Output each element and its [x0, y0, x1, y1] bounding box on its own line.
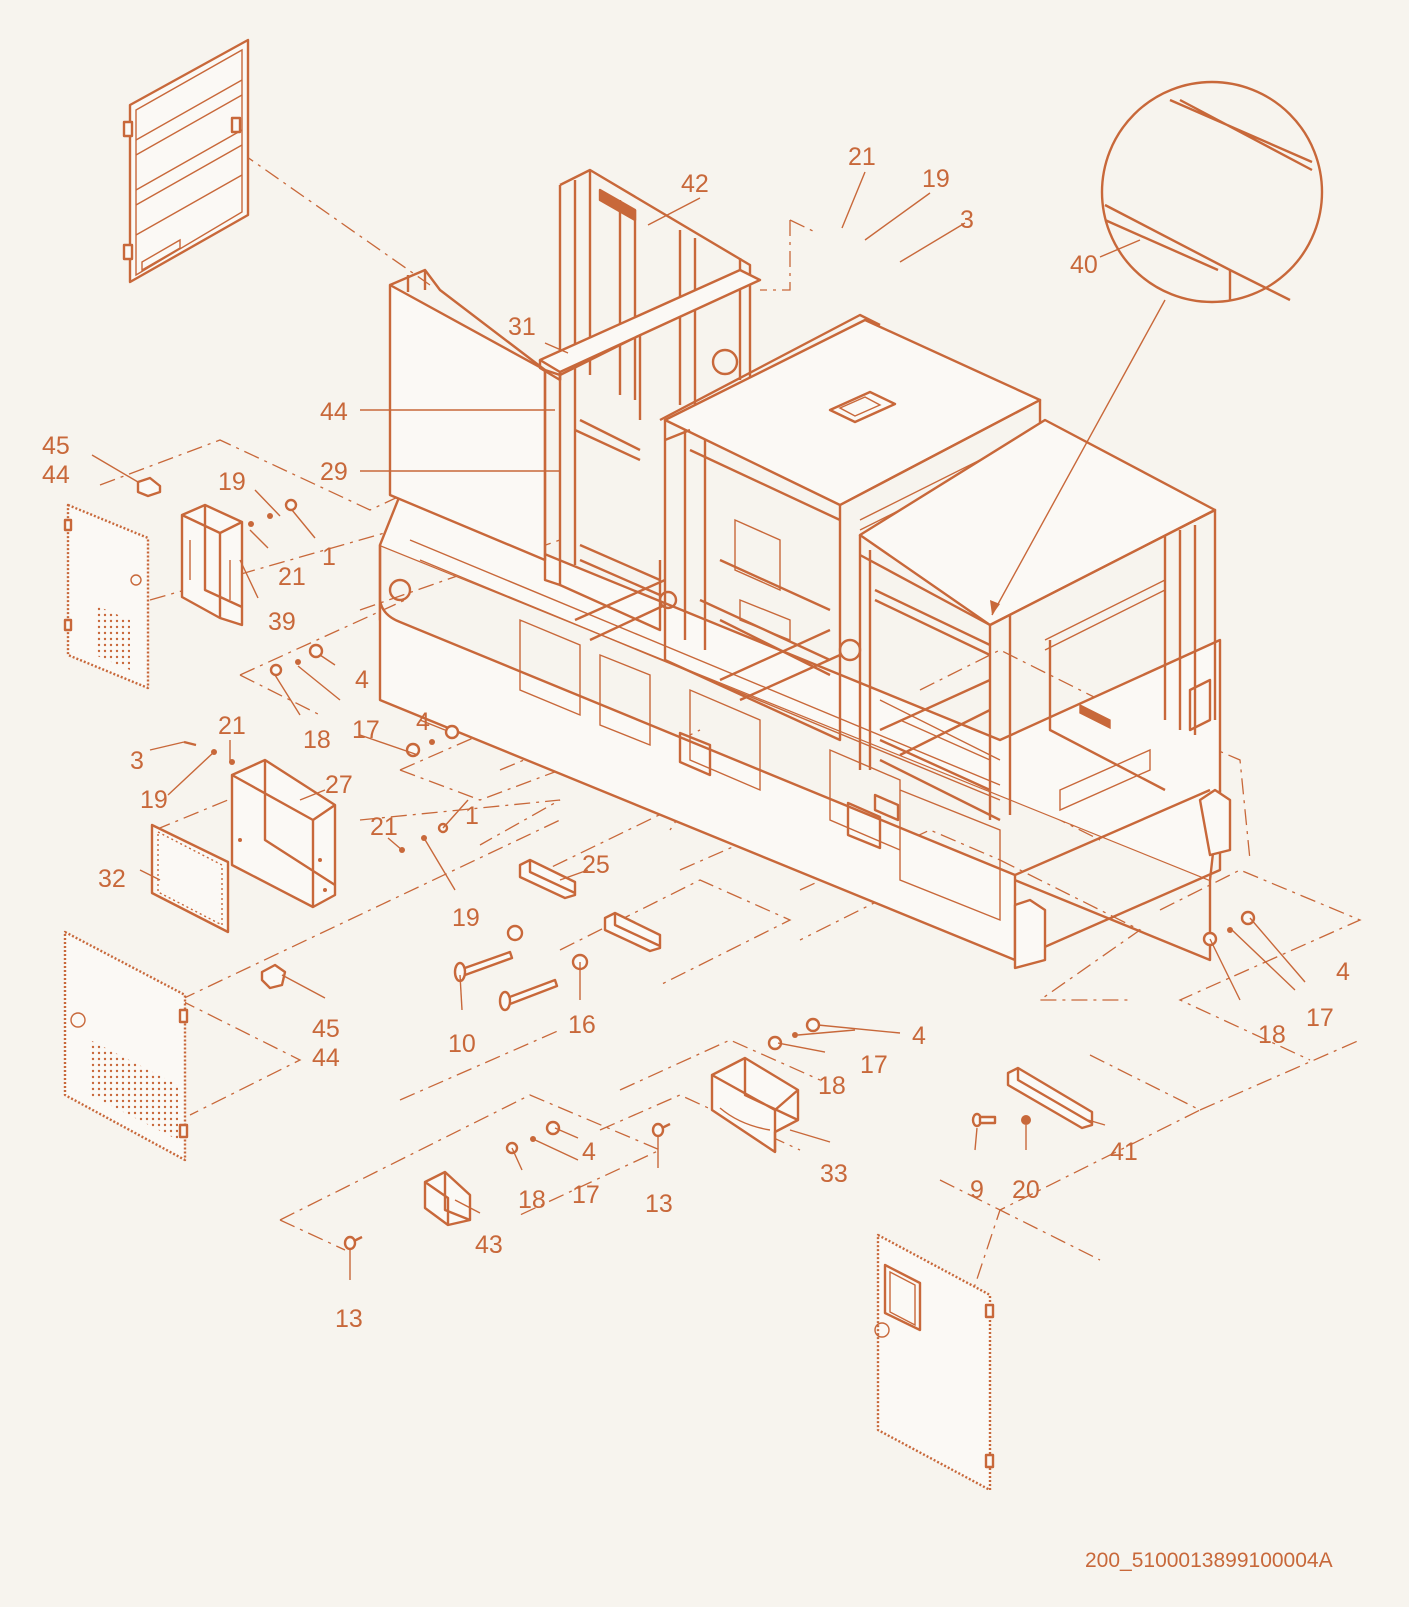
- callout-4: 4: [582, 1138, 596, 1166]
- right-parts: [874, 910, 1256, 1492]
- callout-labels: 42 31 44 29 21 19 3 40 45 44 19 21 1 39 …: [42, 143, 1350, 1333]
- rear-door-panel: [122, 38, 250, 284]
- callout-44: 44: [312, 1044, 340, 1072]
- callout-17: 17: [1306, 1004, 1334, 1032]
- callout-27: 27: [325, 771, 353, 799]
- callout-19: 19: [922, 165, 950, 193]
- callout-44: 44: [320, 398, 348, 426]
- callout-13: 13: [645, 1190, 673, 1218]
- callout-18: 18: [818, 1072, 846, 1100]
- callout-4: 4: [912, 1022, 926, 1050]
- callout-4: 4: [1336, 958, 1350, 986]
- callout-31: 31: [508, 313, 536, 341]
- callout-3: 3: [960, 206, 974, 234]
- callout-19: 19: [218, 468, 246, 496]
- callout-17: 17: [572, 1181, 600, 1209]
- leader-lines: [91, 171, 1306, 1280]
- callout-41: 41: [1110, 1138, 1138, 1166]
- callout-4: 4: [416, 708, 430, 736]
- callout-1: 1: [322, 543, 336, 571]
- detail-magnifier: [990, 80, 1324, 616]
- callout-16: 16: [568, 1011, 596, 1039]
- callout-45: 45: [312, 1015, 340, 1043]
- callout-18: 18: [303, 726, 331, 754]
- callout-32: 32: [98, 865, 126, 893]
- callout-19: 19: [452, 904, 480, 932]
- callout-4: 4: [355, 666, 369, 694]
- drawing-code: 200_5100013899100004A: [1085, 1549, 1333, 1572]
- callout-21: 21: [370, 813, 398, 841]
- callout-9: 9: [970, 1176, 984, 1204]
- callout-25: 25: [582, 851, 610, 879]
- callout-3: 3: [130, 747, 144, 775]
- callout-19: 19: [140, 786, 168, 814]
- callout-18: 18: [1258, 1021, 1286, 1049]
- left-parts: [63, 476, 460, 1162]
- callout-18: 18: [518, 1186, 546, 1214]
- callout-20: 20: [1012, 1176, 1040, 1204]
- callout-45: 45: [42, 432, 70, 460]
- callout-39: 39: [268, 608, 296, 636]
- callout-33: 33: [820, 1160, 848, 1188]
- callout-21: 21: [218, 712, 246, 740]
- callout-43: 43: [475, 1231, 503, 1259]
- callout-13: 13: [335, 1305, 363, 1333]
- callout-17: 17: [860, 1051, 888, 1079]
- callout-40: 40: [1070, 251, 1098, 279]
- callout-17: 17: [352, 716, 380, 744]
- callout-10: 10: [448, 1030, 476, 1058]
- callout-42: 42: [681, 170, 709, 198]
- enclosure-frame: [378, 168, 1232, 970]
- callout-29: 29: [320, 458, 348, 486]
- callout-44: 44: [42, 461, 70, 489]
- center-parts: [343, 858, 821, 1251]
- callout-1: 1: [465, 802, 479, 830]
- callout-21: 21: [278, 563, 306, 591]
- callout-21: 21: [848, 143, 876, 171]
